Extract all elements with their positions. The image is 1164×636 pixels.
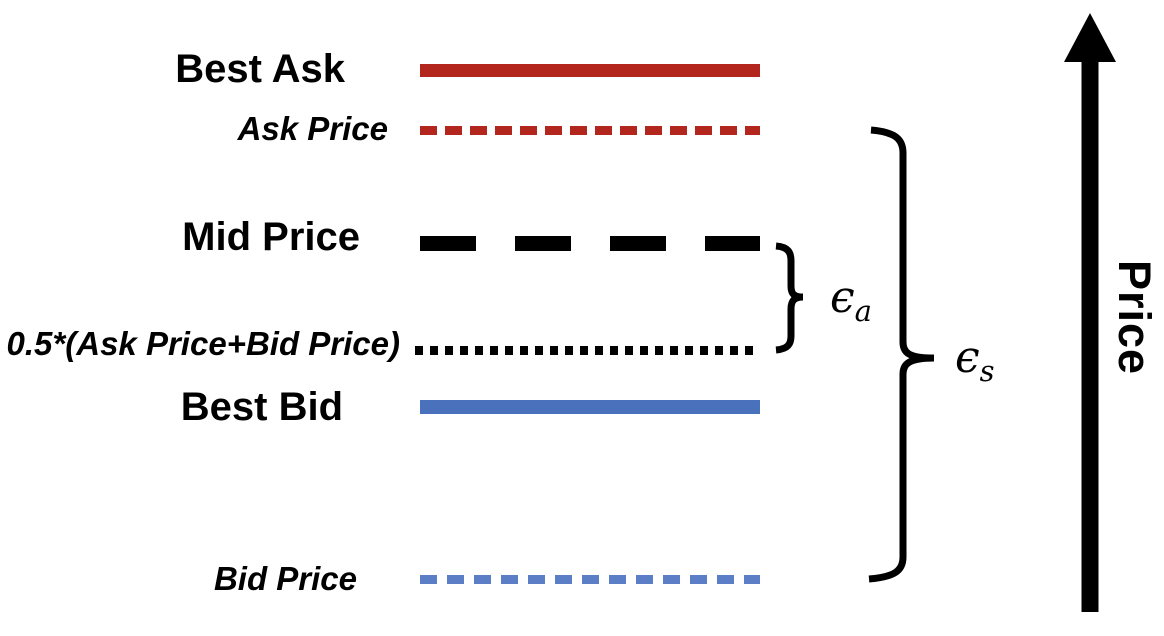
ask-price-label: Ask Price (237, 110, 388, 147)
epsilon-s-subscript: s (979, 354, 995, 388)
bid-price-label: Bid Price (213, 560, 357, 597)
mid-price-line (420, 236, 760, 251)
epsilon-a-brace (775, 242, 804, 354)
best-ask-label: Best Ask (175, 47, 345, 91)
epsilon-s-symbol: ϵ (955, 332, 980, 383)
epsilon-s-brace (868, 126, 935, 583)
best-bid-line (420, 400, 760, 414)
epsilon-a-label: ϵa (830, 276, 872, 326)
bid-price-line (420, 575, 760, 584)
mid-formula-line (415, 346, 760, 355)
mid-formula-label: 0.5*(Ask Price+Bid Price) (6, 325, 400, 362)
mid-price-label: Mid Price (182, 215, 360, 259)
epsilon-a-symbol: ϵ (830, 272, 855, 323)
best-ask-line (420, 64, 760, 77)
epsilon-a-subscript: a (854, 294, 872, 328)
epsilon-s-label: ϵs (955, 336, 995, 386)
price-axis-label: Price (1109, 260, 1160, 376)
best-bid-label: Best Bid (180, 385, 343, 429)
ask-price-line (420, 126, 760, 135)
